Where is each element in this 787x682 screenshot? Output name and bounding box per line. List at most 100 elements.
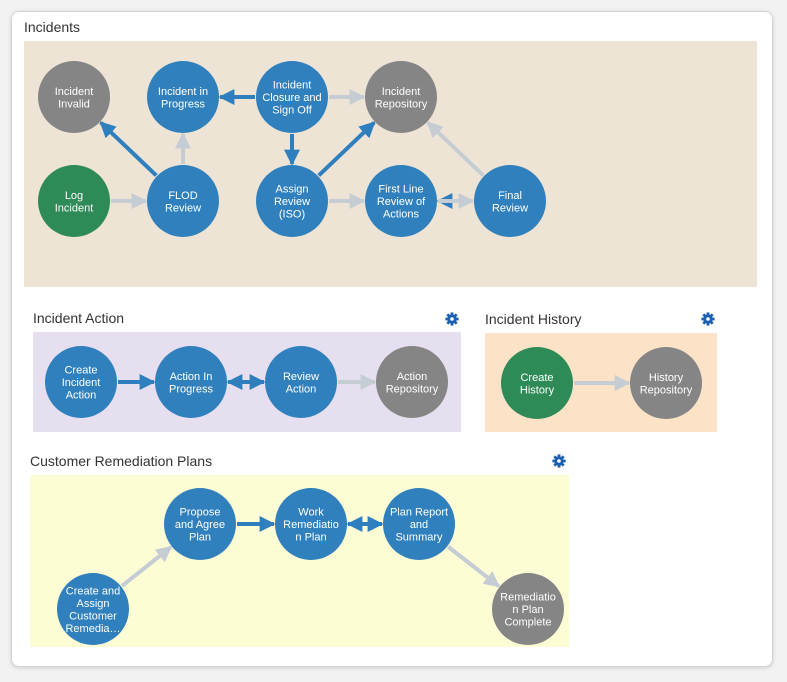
node-firstline-label: First Line [378,184,423,196]
gear-icon[interactable] [445,312,459,326]
node-work-label: Remediatio [283,519,339,531]
node-progress-circle [147,61,219,133]
node-create-label: Action [66,390,97,402]
edge-flod-to-invalid [99,121,158,177]
node-review-label: Action [286,383,317,395]
node-report-circle [383,488,455,560]
node-report-label: and [410,519,428,531]
node-create-label: Assign [76,598,109,610]
node-log-circle [38,165,110,237]
node-flod-circle [147,165,219,237]
node-create-label: Incident [62,377,101,389]
node-assign-circle [256,165,328,237]
node-report-label: Plan Report [390,507,448,519]
node-review-circle [265,346,337,418]
node-propose-label: Plan [189,532,211,544]
node-repo-label: History [649,372,684,384]
node-propose-label: Propose [180,507,221,519]
node-closure-label: Closure and [262,92,321,104]
node-closure-label: Incident [273,80,312,92]
node-final-label: Final [498,190,522,202]
node-create-circle [501,347,573,419]
gear-icon[interactable] [701,312,715,326]
node-work-label: n Plan [295,532,326,544]
node-work-circle [275,488,347,560]
node-repository-label: Repository [375,98,428,110]
node-inprogress-circle [155,346,227,418]
node-create-label: Create [520,372,553,384]
node-progress-label: Progress [161,98,206,110]
node-invalid-circle [38,61,110,133]
node-invalid-label: Incident [55,86,94,98]
node-create-label: Create [64,365,97,377]
node-firstline-label: Review of [377,196,426,208]
node-repo-label: Repository [386,383,439,395]
edge-report-to-complete [446,545,501,588]
customer-remediation-flow-diagram: Create andAssignCustomerRemedia…Proposea… [57,488,564,645]
node-assign-label: (ISO) [279,209,305,221]
node-create-circle [45,346,117,418]
node-firstline-label: Actions [383,209,420,221]
edge-assign-to-repository [317,121,376,177]
section-title-incidents: Incidents [24,19,81,35]
node-propose-label: and Agree [175,519,225,531]
gear-icon[interactable] [552,454,566,468]
node-invalid-label: Invalid [58,98,90,110]
node-repository-circle [365,61,437,133]
node-complete-label: Complete [504,617,551,629]
section-title-incident-action: Incident Action [33,310,125,326]
node-assign-label: Assign [275,184,308,196]
node-log-label: Incident [55,202,94,214]
node-inprogress-label: Action In [170,371,213,383]
node-final-label: Review [492,202,528,214]
node-repo-circle [630,347,702,419]
node-final-circle [474,165,546,237]
node-inprogress-label: Progress [169,383,214,395]
node-create-circle [57,573,129,645]
edge-create-to-propose [120,545,173,588]
node-complete-label: n Plan [512,604,543,616]
node-complete-label: Remediatio [500,592,556,604]
node-repository-label: Incident [382,86,421,98]
node-closure-circle [256,61,328,133]
node-repo-label: Action [397,371,428,383]
node-propose-circle [164,488,236,560]
node-report-label: Summary [395,532,443,544]
node-flod-label: FLOD [168,190,197,202]
node-firstline-circle [365,165,437,237]
node-complete-circle [492,573,564,645]
node-create-label: Create and [66,585,120,597]
node-flod-label: Review [165,202,201,214]
section-title-customer-remediation-plans: Customer Remediation Plans [30,453,213,469]
node-create-label: History [520,384,555,396]
node-create[interactable]: Create andAssignCustomerRemedia… [57,573,129,645]
node-create-label: Customer [69,610,117,622]
